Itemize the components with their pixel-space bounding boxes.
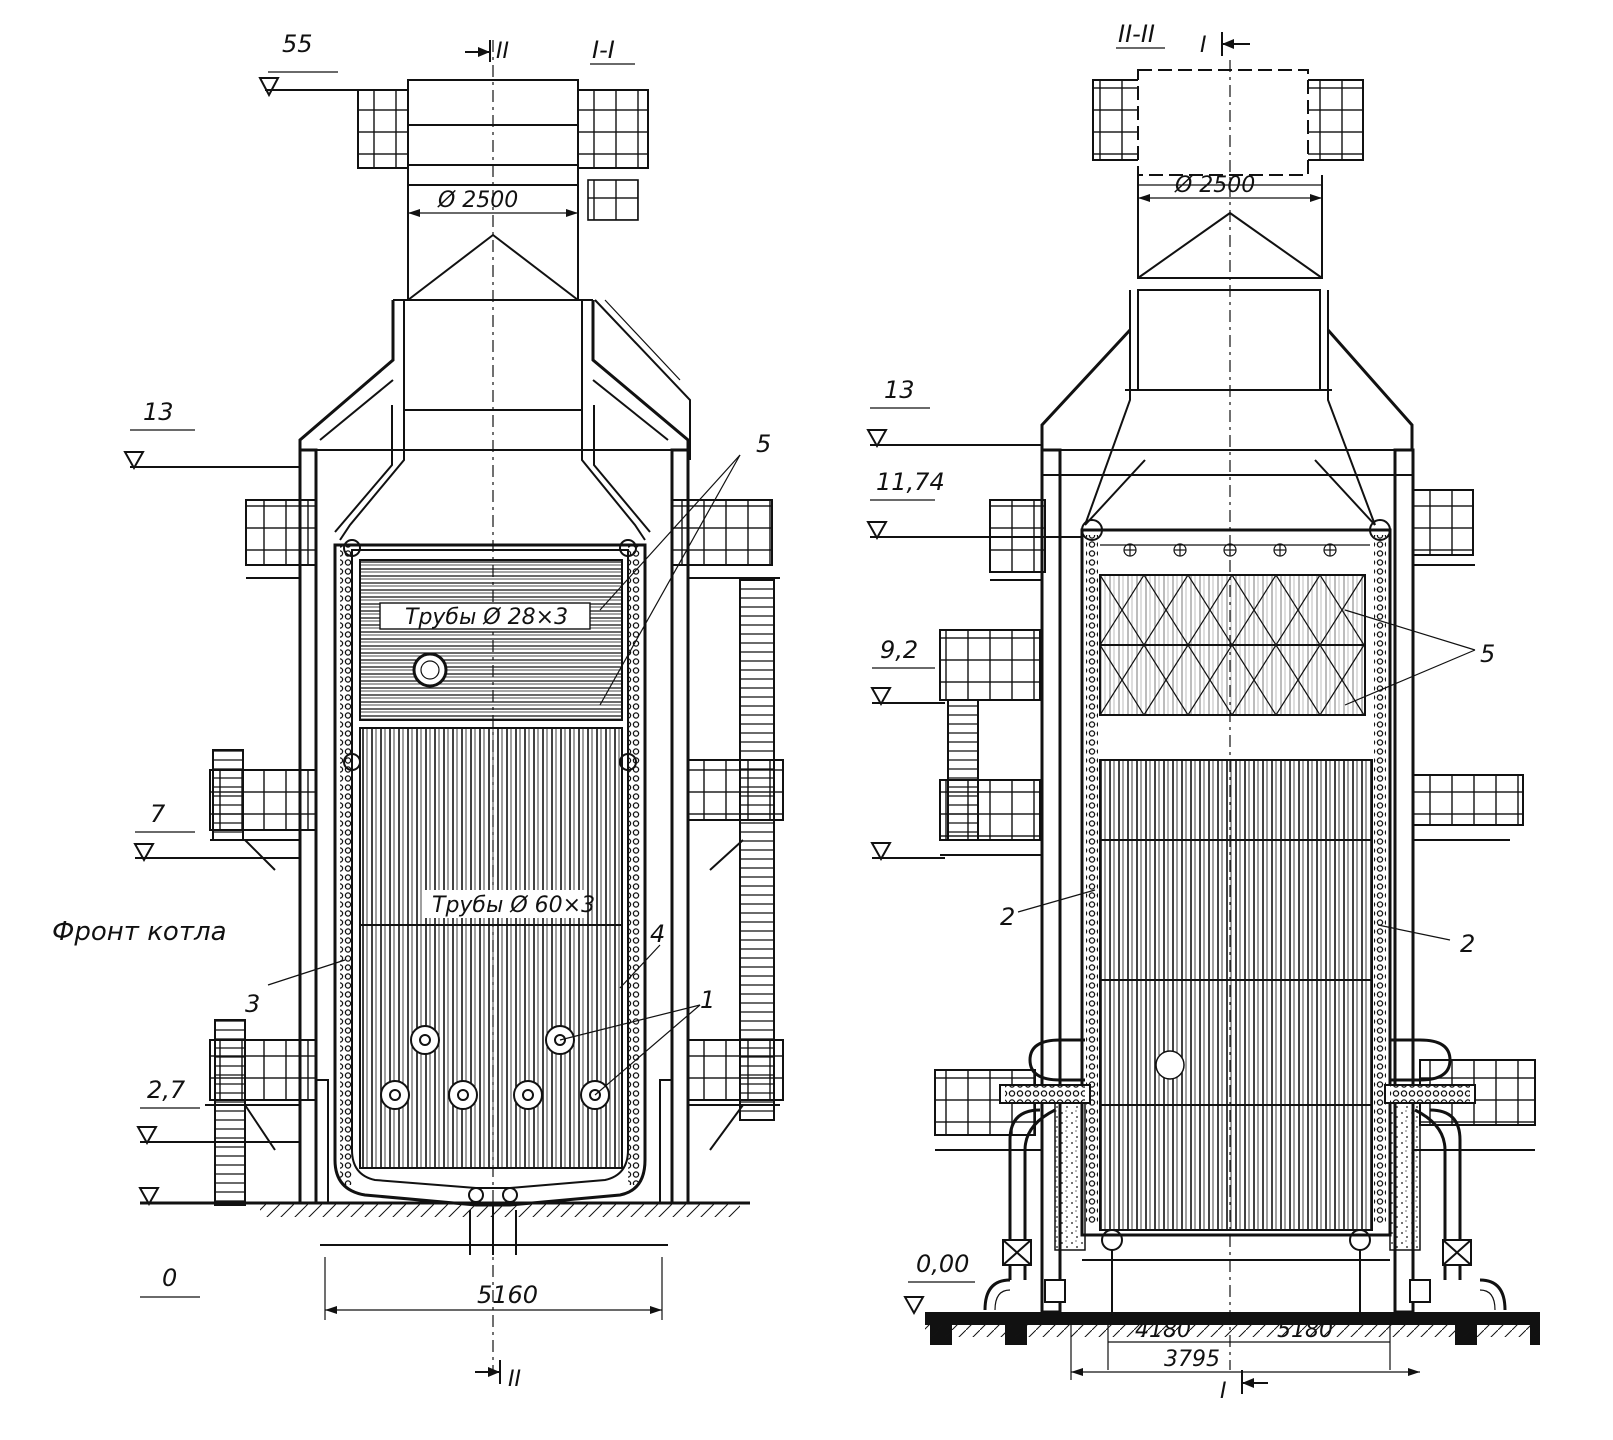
platform-right-13: [671, 499, 773, 566]
section-I-I: Ø 2500: [140, 40, 784, 1370]
diameter-label-right: Ø 2500: [1174, 173, 1255, 198]
dims-left: 5160 II I-I II: [324, 36, 663, 1392]
tube-bank-right: [1099, 759, 1373, 1231]
column-right-2: [1393, 448, 1415, 1314]
cut-II-bottom: II: [508, 1367, 521, 1392]
callout-2-right: 2: [1460, 930, 1475, 958]
stair-left-lower: [214, 1019, 246, 1206]
waterwall-right: [628, 545, 640, 1185]
section-II-II-title: II-II: [1118, 20, 1155, 48]
boiler-front-label: Фронт котла: [52, 917, 227, 947]
tubes-lower-label: Трубы Ø 60×3: [432, 893, 595, 918]
burner-group-left: [380, 1025, 610, 1110]
cut-I-bottom: I: [1220, 1379, 1227, 1404]
callout-1: 1: [700, 986, 715, 1014]
dim-3795: 3795: [1164, 1347, 1220, 1372]
dim-5160: 5160: [477, 1281, 538, 1309]
levels-right: 13 11,74 9,2 0,00: [866, 376, 1082, 1316]
callouts-left: 3 4 1 5: [245, 430, 771, 1096]
ground-hatch-left: [260, 1203, 740, 1217]
level-r-92-label: 9,2: [880, 636, 918, 664]
boiler-casing-left: [333, 543, 647, 1207]
level-r-1174-label: 11,74: [876, 468, 945, 496]
boiler-casing-right: [1080, 528, 1392, 1237]
drum-left: [412, 652, 448, 688]
callout-5-left: 5: [756, 430, 771, 458]
waterwall-right-view-l: [1086, 535, 1098, 1225]
waterwall-right-view-r: [1374, 535, 1386, 1225]
level-0-label: 0: [162, 1264, 177, 1292]
level-7-label: 7: [150, 800, 166, 828]
stair-left-upper: [212, 749, 244, 841]
column-right-1: [1040, 448, 1062, 1314]
cut-I-top: I: [1200, 33, 1207, 58]
dims-right: 4180 5180 3795 II-II I I: [1070, 20, 1420, 1404]
callout-4: 4: [650, 920, 665, 948]
stair-right-view: [947, 699, 979, 841]
diameter-label-left: Ø 2500: [437, 188, 518, 213]
level-r-000-label: 0,00: [916, 1250, 969, 1278]
dim-4180: 4180: [1135, 1318, 1191, 1343]
waterwall-left: [340, 545, 352, 1185]
level-27-label: 2,7: [147, 1076, 186, 1104]
level-13-label: 13: [143, 398, 174, 426]
section-II-II: Ø 2500: [925, 60, 1540, 1370]
cut-II-top: II: [496, 39, 509, 64]
stair-right: [739, 579, 775, 1121]
dim-5180: 5180: [1277, 1318, 1333, 1343]
section-I-I-title: I-I: [592, 36, 615, 64]
levels-left: 55 13 7 2,7 0: [123, 30, 358, 1298]
foundation-slab: [925, 1312, 1540, 1325]
stack-lower-right: [1137, 289, 1321, 391]
level-55-label: 55: [282, 30, 313, 58]
platform-left-13: [245, 499, 317, 566]
pipework-left: [983, 1038, 1091, 1311]
pipework-right: [1384, 1038, 1507, 1311]
callout-3: 3: [245, 990, 260, 1018]
tubes-upper-label: Трубы Ø 28×3: [405, 605, 568, 630]
column-left-2: [670, 448, 690, 1205]
callout-2-left: 2: [1000, 903, 1015, 931]
header-nozzles: [1123, 543, 1337, 557]
platform-right-92: [939, 629, 1041, 701]
tube-bank-upper: [359, 559, 623, 721]
callout-5-right: 5: [1480, 640, 1495, 668]
callouts-right: 2 2 5: [1000, 609, 1495, 958]
level-r-13-label: 13: [884, 376, 915, 404]
